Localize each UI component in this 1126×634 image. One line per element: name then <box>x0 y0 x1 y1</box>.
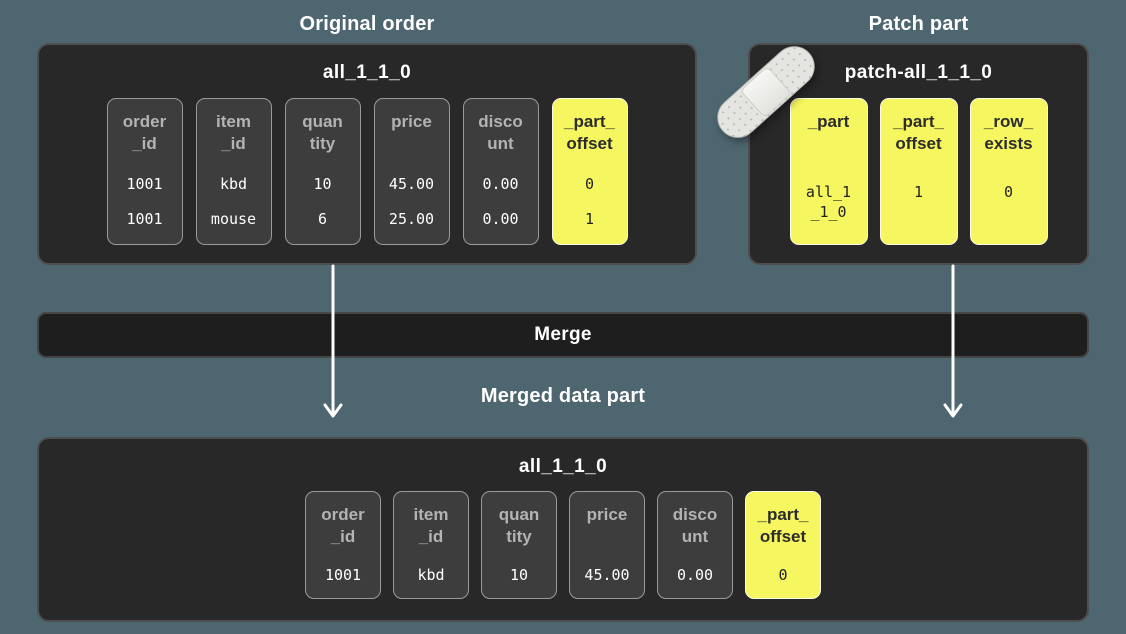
patch-part-table-name: patch-all_1_1_0 <box>844 62 993 83</box>
column-values-part-offset: 1 <box>881 167 957 244</box>
merged-data-part-title: Merged data part <box>480 385 646 407</box>
column-order-id: order _id 1001 <box>305 491 381 599</box>
column-value: 0 <box>778 565 788 584</box>
column-header-part-offset: _part_ offset <box>563 112 616 154</box>
column-header-part-offset: _part_ offset <box>892 112 945 154</box>
column-value: 0.00 <box>482 209 519 228</box>
column-value: 25.00 <box>388 209 435 228</box>
column-value: kbd <box>219 175 248 194</box>
column-value: all_1 _1_0 <box>805 183 852 222</box>
column-price: price 45.00 25.00 <box>373 98 450 245</box>
column-row-exists: _row_ exists 0 <box>969 98 1048 245</box>
column-values-discount: 0.00 0.00 <box>464 167 538 244</box>
column-header-part-offset: _part_ offset <box>757 505 809 547</box>
merge-label: Merge <box>534 324 592 345</box>
column-values-part: all_1 _1_0 <box>791 167 867 244</box>
column-header-order-id: order _id <box>122 112 167 154</box>
original-order-title: Original order <box>299 13 435 35</box>
column-value: mouse <box>210 209 257 228</box>
column-value: 45.00 <box>584 565 630 584</box>
column-values-price: 45.00 25.00 <box>375 167 449 244</box>
column-values-quantity: 10 <box>482 560 556 598</box>
column-header-item-id: item _id <box>216 112 251 154</box>
column-order-id: order _id 1001 1001 <box>106 98 183 245</box>
column-value: 1 <box>913 183 924 201</box>
column-header-discount: disco unt <box>478 112 523 154</box>
column-values-price: 45.00 <box>570 560 644 598</box>
column-quantity: quan tity 10 <box>481 491 557 599</box>
column-values-discount: 0.00 <box>658 560 732 598</box>
column-part: _part all_1 _1_0 <box>789 98 868 245</box>
column-value: 0.00 <box>482 175 519 194</box>
column-value: 10 <box>313 175 332 194</box>
patch-part-title: Patch part <box>868 13 969 35</box>
patch-part-columns: _part all_1 _1_0 _part_ offset 1 _row_ exist… <box>750 98 1087 245</box>
column-price: price 45.00 <box>569 491 645 599</box>
column-values-item-id: kbd <box>394 560 468 598</box>
column-header-quantity: quan tity <box>498 505 540 547</box>
column-discount: disco unt 0.00 <box>657 491 733 599</box>
merge-bar: Merge <box>37 312 1089 358</box>
column-header-item-id: item _id <box>413 505 449 547</box>
original-order-table-name: all_1_1_0 <box>322 62 412 83</box>
column-header-row-exists: _row_ exists <box>983 112 1034 154</box>
column-values-order-id: 1001 <box>306 560 380 598</box>
column-value: 10 <box>509 565 529 584</box>
column-value: 0 <box>1003 183 1014 201</box>
column-values-row-exists: 0 <box>971 167 1047 244</box>
merged-table-name: all_1_1_0 <box>518 456 608 477</box>
column-header-price: price <box>391 112 432 131</box>
column-value: 0 <box>584 175 595 194</box>
bandaid-icon <box>717 46 815 138</box>
column-values-order-id: 1001 1001 <box>108 167 182 244</box>
column-value: kbd <box>417 565 445 584</box>
column-value: 1001 <box>324 565 362 584</box>
column-part-offset: _part_ offset 0 <box>745 491 821 599</box>
column-header-part: _part <box>807 112 850 131</box>
column-value: 6 <box>317 209 328 228</box>
column-value: 1 <box>584 209 595 228</box>
column-values-quantity: 10 6 <box>286 167 360 244</box>
column-header-quantity: quan tity <box>302 112 343 154</box>
column-values-item-id: kbd mouse <box>197 167 271 244</box>
column-header-discount: disco unt <box>672 505 718 547</box>
column-value: 45.00 <box>388 175 435 194</box>
column-header-price: price <box>586 505 628 524</box>
column-quantity: quan tity 10 6 <box>284 98 361 245</box>
column-value: 0.00 <box>676 565 714 584</box>
patch-part-panel: patch-all_1_1_0 _part all_1 _1_0 _part_ of… <box>748 43 1089 265</box>
column-header-order-id: order _id <box>321 505 365 547</box>
column-part-offset: _part_ offset 1 <box>879 98 958 245</box>
column-values-part-offset: 0 <box>746 560 820 598</box>
column-value: 1001 <box>126 209 163 228</box>
column-value: 1001 <box>126 175 163 194</box>
column-discount: disco unt 0.00 0.00 <box>462 98 539 245</box>
